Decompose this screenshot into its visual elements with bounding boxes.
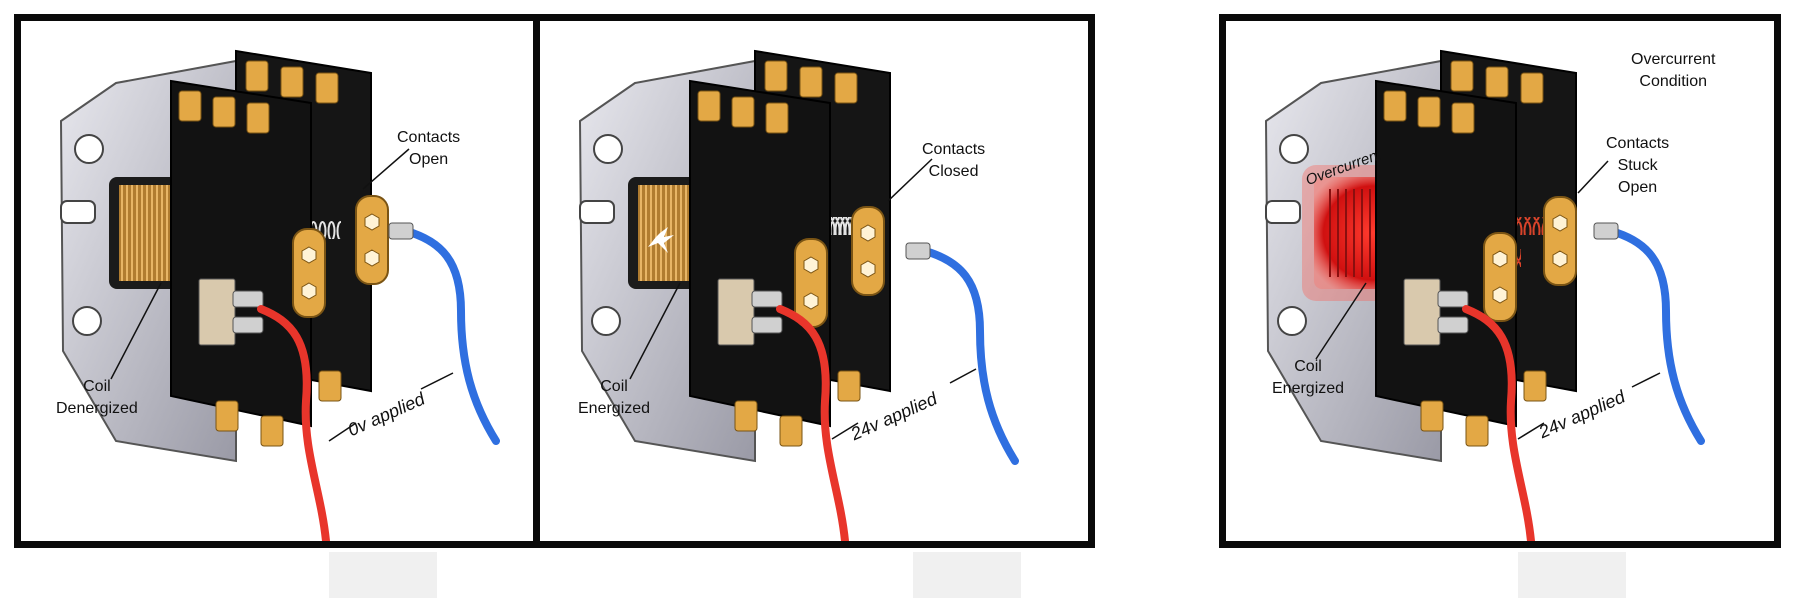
coil-terminal-block — [198, 278, 236, 346]
relay-panel-overcurrent: Overcurrent Overcurrent Condition Coil E… — [1219, 14, 1781, 548]
coil-label: Coil Energized — [578, 378, 651, 417]
red-wire — [1462, 305, 1535, 541]
bottom-terminal — [734, 400, 758, 432]
relay-panel-denergized: Coil Denergized Contacts Open 0v applied — [14, 14, 576, 548]
coil-leader — [110, 282, 162, 380]
bottom-tab — [329, 552, 437, 598]
bottom-terminal — [215, 400, 239, 432]
moving-contact — [292, 228, 326, 318]
front-housing — [170, 79, 312, 428]
bottom-terminal — [1420, 400, 1444, 432]
fixed-contact — [851, 206, 885, 296]
applied-arrow-left — [1517, 422, 1545, 440]
mounting-hole — [74, 134, 104, 164]
relay-panel-energized: Coil Energized Contacts Closed 24v appli… — [533, 14, 1095, 548]
red-wire — [776, 305, 849, 541]
moving-contact — [1483, 232, 1517, 322]
mounting-hole — [1277, 306, 1307, 336]
moving-contact — [794, 238, 828, 328]
coil-label: Coil Denergized — [56, 378, 138, 417]
contacts-label: Contacts Closed — [922, 141, 986, 180]
coil-winding — [1329, 189, 1371, 277]
coil-leader — [1315, 282, 1367, 360]
bottom-tab — [1518, 552, 1626, 598]
bottom-terminal — [260, 415, 284, 447]
contacts-label: Contacts Stuck Open — [1606, 135, 1670, 196]
fixed-contact — [355, 195, 389, 285]
blue-wire — [1607, 227, 1705, 445]
bottom-terminal — [837, 370, 861, 402]
mounting-hole — [1279, 134, 1309, 164]
bottom-terminal — [318, 370, 342, 402]
contacts-leader — [1577, 160, 1609, 194]
blue-wire — [921, 247, 1019, 465]
bottom-tab — [913, 552, 1021, 598]
coil-terminal-block — [1403, 278, 1441, 346]
applied-arrow-left — [831, 422, 859, 440]
contacts-label: Contacts Open — [397, 129, 461, 168]
bottom-terminal — [1523, 370, 1547, 402]
contacts-leader — [887, 158, 933, 202]
bottom-terminal — [1465, 415, 1489, 447]
coil-leader — [629, 282, 681, 380]
applied-arrow-right — [1631, 372, 1661, 388]
bottom-terminal — [779, 415, 803, 447]
contacts-leader — [362, 148, 410, 190]
applied-arrow-right — [949, 368, 977, 384]
mounting-hole — [591, 306, 621, 336]
coil-spark — [648, 227, 674, 253]
applied-arrow-right — [420, 372, 454, 390]
condition-title: Overcurrent Condition — [1631, 51, 1716, 90]
coil-label: Coil Energized — [1272, 358, 1345, 397]
red-wire — [257, 305, 330, 541]
blue-wire — [402, 227, 500, 445]
relay-illustration — [59, 49, 500, 541]
relay-illustration — [1264, 49, 1705, 541]
coil-terminal-block — [717, 278, 755, 346]
relay-illustration — [578, 49, 1019, 541]
fixed-contact — [1543, 196, 1577, 286]
mounting-hole — [72, 306, 102, 336]
applied-arrow-left — [328, 422, 357, 442]
mounting-hole — [593, 134, 623, 164]
